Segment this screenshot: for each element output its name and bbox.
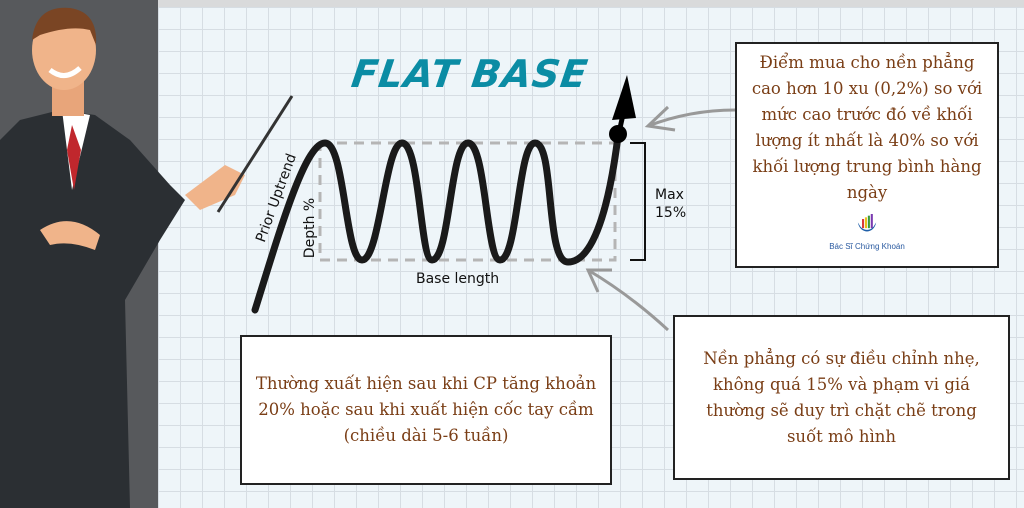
presenter-illustration — [0, 7, 294, 508]
buy-point-dot — [609, 125, 627, 143]
arrow-up-icon — [612, 75, 636, 120]
max-label: Max — [655, 187, 684, 203]
base-range-rect — [318, 141, 617, 262]
occurrence-box: Thường xuất hiện sau khi CP tăng khoản 2… — [240, 335, 612, 485]
pointer-arrows — [585, 105, 736, 332]
buy-point-text: Điểm mua cho nền phẳng cao hơn 10 xu (0,… — [751, 53, 983, 202]
occurrence-text: Thường xuất hiện sau khi CP tăng khoản 2… — [255, 374, 597, 445]
depth-label: Depth % — [302, 197, 319, 259]
base-length-label: Base length — [416, 271, 500, 287]
buy-point-box: Điểm mua cho nền phẳng cao hơn 10 xu (0,… — [735, 42, 999, 268]
page-title: FLAT BASE — [348, 52, 591, 96]
logo-icon — [857, 214, 877, 232]
correction-text: Nền phẳng có sự điều chỉnh nhẹ, không qu… — [703, 348, 980, 446]
correction-box: Nền phẳng có sự điều chỉnh nhẹ, không qu… — [673, 315, 1010, 480]
logo-text: Bác Sĩ Chứng Khoán — [829, 242, 905, 251]
max-value-label: 15% — [655, 205, 687, 221]
max-bracket — [630, 142, 646, 261]
price-curve — [251, 132, 622, 314]
